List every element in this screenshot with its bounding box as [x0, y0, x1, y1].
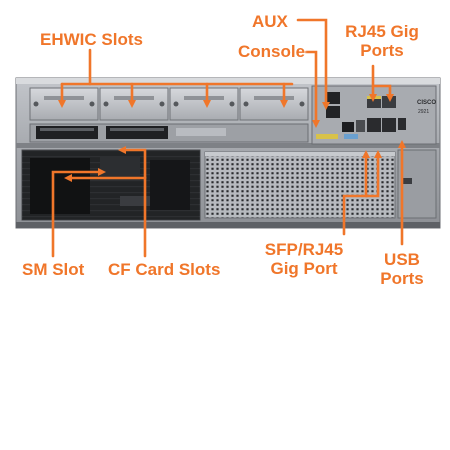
vent-panel — [204, 149, 437, 219]
label-usb-line2: Ports — [380, 269, 424, 288]
label-usb-line1: USB — [384, 250, 420, 269]
sm-slot — [21, 149, 201, 221]
label-sm-slot: SM Slot — [22, 260, 85, 279]
label-rj45-gig-ports: RJ45 Gig Ports — [336, 22, 428, 60]
brand-text-line1: CISCO — [417, 100, 436, 106]
port-panel: CISCO 2921 — [311, 85, 437, 145]
label-cf-card-slots: CF Card Slots — [108, 260, 221, 279]
label-rj45-gig-line1: RJ45 Gig — [345, 22, 419, 41]
callout-arrowheads — [58, 94, 406, 182]
cf-card-strip — [29, 123, 309, 143]
label-sfp-rj45-line1: SFP/RJ45 — [264, 240, 344, 259]
label-aux: AUX — [252, 12, 288, 31]
label-rj45-gig-line2: Ports — [360, 41, 404, 60]
label-ehwic-slots: EHWIC Slots — [40, 30, 143, 49]
label-console: Console — [238, 42, 306, 61]
label-sfp-rj45-line2: Gig Port — [270, 259, 338, 278]
brand-text-line2: 2921 — [418, 109, 429, 115]
label-usb-ports: USB Ports — [370, 250, 434, 288]
label-sfp-rj45-gig-port: SFP/RJ45 Gig Port — [252, 240, 356, 278]
